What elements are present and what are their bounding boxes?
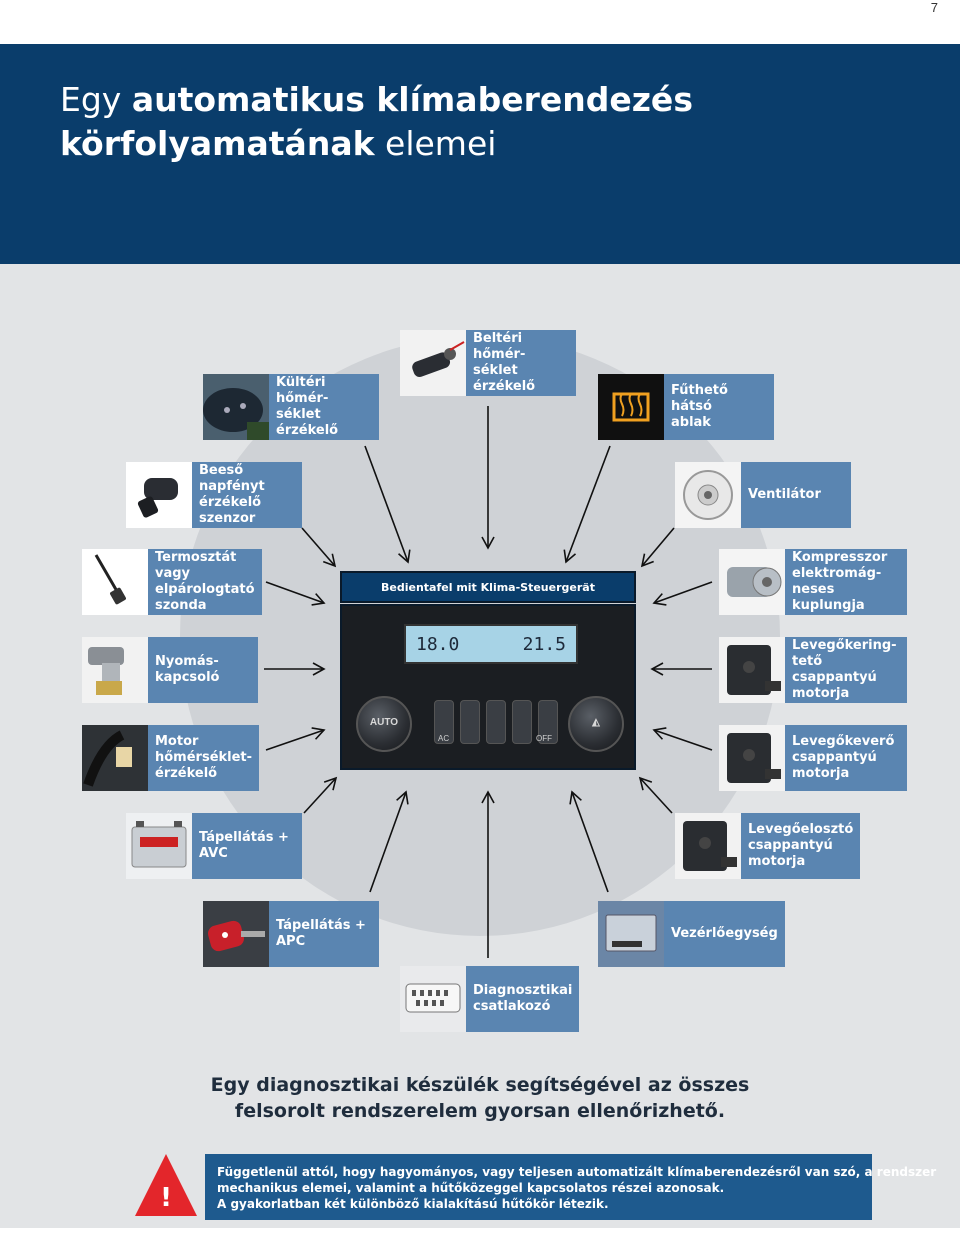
mirror-icon xyxy=(203,374,269,440)
key-icon xyxy=(203,901,269,967)
warning-icon: ! xyxy=(135,1154,197,1216)
battery-icon xyxy=(126,813,192,879)
component-label: Beeső napfényt érzékelő szenzor xyxy=(192,462,302,528)
header-band xyxy=(0,44,960,264)
panel-button-1[interactable] xyxy=(434,700,454,744)
component-termosztat-szonda: Termosztát vagy elpárologtató szonda xyxy=(82,549,262,615)
component-futheto-hatso-ablak: Fűthető hátsó ablak xyxy=(598,374,774,440)
pressure-switch-icon xyxy=(82,637,148,703)
lcd-right-temp: 21.5 xyxy=(522,634,566,655)
title-bold-1: automatikus klímaberendezés xyxy=(131,80,693,119)
page-title: Egy automatikus klímaberendezés körfolya… xyxy=(60,78,693,166)
panel-button-3[interactable] xyxy=(486,700,506,744)
obd-connector-icon xyxy=(400,966,466,1032)
panel-button-2[interactable] xyxy=(460,700,480,744)
motor-icon xyxy=(719,725,785,791)
summary-text: Egy diagnosztikai készülék segítségével … xyxy=(0,1072,960,1124)
component-label: Nyomás- kapcsoló xyxy=(148,637,258,703)
climate-control-panel: 18.0 21.5 AUTO ◭ AC OFF xyxy=(340,604,636,770)
component-label: Termosztát vagy elpárologtató szonda xyxy=(148,549,262,615)
component-ventilator: Ventilátor xyxy=(675,462,851,528)
lcd-display: 18.0 21.5 xyxy=(404,624,578,664)
sensor-icon xyxy=(400,330,466,396)
note-box: Függetlenül attól, hogy hagyományos, vag… xyxy=(205,1154,937,1220)
component-levegoeloszto-motor: Levegőelosztó csappantyú motorja xyxy=(675,813,861,879)
panel-title: Bedientafel mit Klima-Steuergerät xyxy=(340,571,636,603)
component-label: Levegőelosztó csappantyú motorja xyxy=(741,813,861,879)
component-kompresszor-kuplung: Kompresszor elektromág- neses kuplungja xyxy=(719,549,907,615)
fan-knob[interactable]: ◭ xyxy=(568,696,624,752)
probe-icon xyxy=(82,549,148,615)
title-light-1: Egy xyxy=(60,80,132,119)
component-motor-homerseklet-erzekelo: Motor hőmérséklet- érzékelő xyxy=(82,725,260,791)
component-label: Kompresszor elektromág- neses kuplungja xyxy=(785,549,907,615)
engine-sensor-icon xyxy=(82,725,148,791)
component-levegokevero-motor: Levegőkeverő csappantyú motorja xyxy=(719,725,907,791)
note-line-1: Függetlenül attól, hogy hagyományos, vag… xyxy=(217,1165,937,1179)
auto-knob[interactable]: AUTO xyxy=(356,696,412,752)
component-label: Vezérlőegység xyxy=(664,901,785,967)
panel-button-5[interactable] xyxy=(538,700,558,744)
summary-line-2: felsorolt rendszerelem gyorsan ellenőriz… xyxy=(234,1100,726,1122)
motor-icon xyxy=(719,637,785,703)
note-line-2: mechanikus elemei, valamint a hűtőközegg… xyxy=(217,1181,725,1195)
component-label: Levegőkering- tető csappantyú motorja xyxy=(785,637,907,703)
rear-defrost-icon xyxy=(598,374,664,440)
component-tapellatas-avc: Tápellátás + AVC xyxy=(126,813,302,879)
component-label: Tápellátás + AVC xyxy=(192,813,302,879)
off-label: OFF xyxy=(536,734,552,743)
component-nyomaskapcsolo: Nyomás- kapcsoló xyxy=(82,637,258,703)
compressor-icon xyxy=(719,549,785,615)
component-tapellatas-apc: Tápellátás + APC xyxy=(203,901,379,967)
title-light-2: elemei xyxy=(374,124,497,163)
component-label: Levegőkeverő csappantyú motorja xyxy=(785,725,907,791)
component-label: Diagnosztikai csatlakozó xyxy=(466,966,580,1032)
summary-line-1: Egy diagnosztikai készülék segítségével … xyxy=(210,1074,750,1096)
component-beeso-napfeny-szenzor: Beeső napfényt érzékelő szenzor xyxy=(126,462,302,528)
component-vezerloegyseg: Vezérlőegység xyxy=(598,901,785,967)
svg-text:!: ! xyxy=(160,1183,172,1213)
sun-sensor-icon xyxy=(126,462,192,528)
component-label: Fűthető hátsó ablak xyxy=(664,374,774,440)
panel-button-4[interactable] xyxy=(512,700,532,744)
page-number: 7 xyxy=(930,0,938,15)
component-label: Beltéri hőmér- séklet érzékelő xyxy=(466,330,576,396)
component-diagnosztikai-csatlakozo: Diagnosztikai csatlakozó xyxy=(400,966,580,1032)
component-levegokeringteto-motor: Levegőkering- tető csappantyú motorja xyxy=(719,637,907,703)
note-line-3: A gyakorlatban két különböző kialakítású… xyxy=(217,1197,609,1211)
component-kulteri-homerseklet-erzekelo: Kültéri hőmér- séklet érzékelő xyxy=(203,374,379,440)
ac-label: AC xyxy=(438,734,450,743)
motor-icon xyxy=(675,813,741,879)
lcd-left-temp: 18.0 xyxy=(416,634,460,655)
component-belteri-homerseklet-erzekelo: Beltéri hőmér- séklet érzékelő xyxy=(400,330,576,396)
fan-icon xyxy=(675,462,741,528)
component-label: Kültéri hőmér- séklet érzékelő xyxy=(269,374,379,440)
component-label: Tápellátás + APC xyxy=(269,901,379,967)
ecu-icon xyxy=(598,901,664,967)
component-label: Motor hőmérséklet- érzékelő xyxy=(148,725,260,791)
component-label: Ventilátor xyxy=(741,462,851,528)
title-bold-2: körfolyamatának xyxy=(60,124,375,163)
auto-label: AUTO xyxy=(369,717,399,728)
fan-knob-icon: ◭ xyxy=(592,717,600,728)
